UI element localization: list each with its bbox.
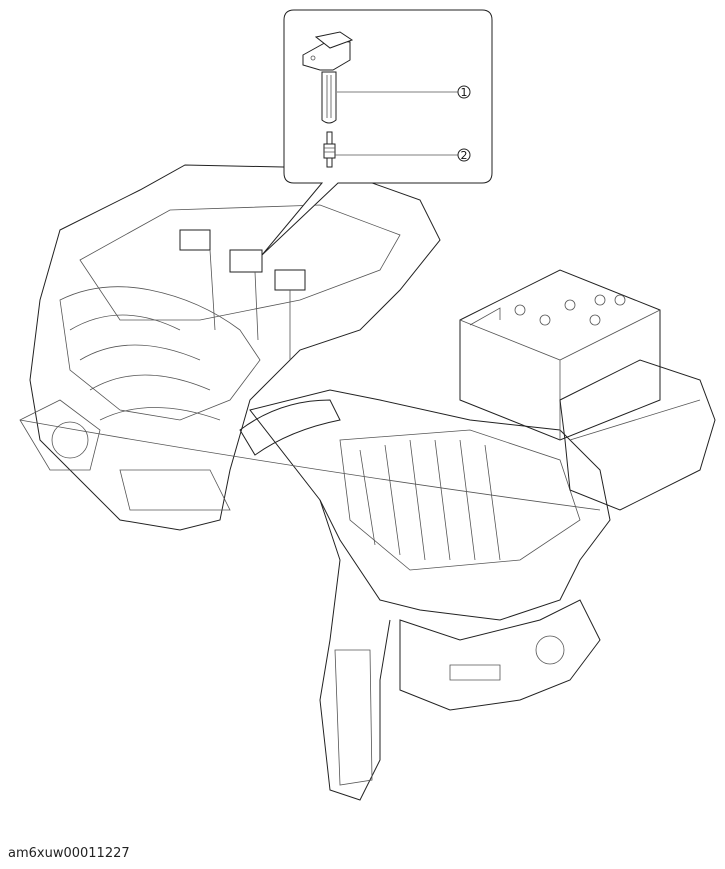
- callout-2-number: 2: [461, 149, 468, 162]
- callout-1-marker: [457, 85, 471, 99]
- detail-callout-box: [261, 9, 493, 256]
- figure-id-caption: am6xuw00011227: [8, 846, 130, 861]
- callout-1-number: 1: [461, 86, 468, 99]
- callout-2-marker: [457, 148, 471, 162]
- ignition-coil: [302, 31, 354, 124]
- spark-plug: [323, 131, 336, 168]
- engine-assembly: [19, 164, 716, 801]
